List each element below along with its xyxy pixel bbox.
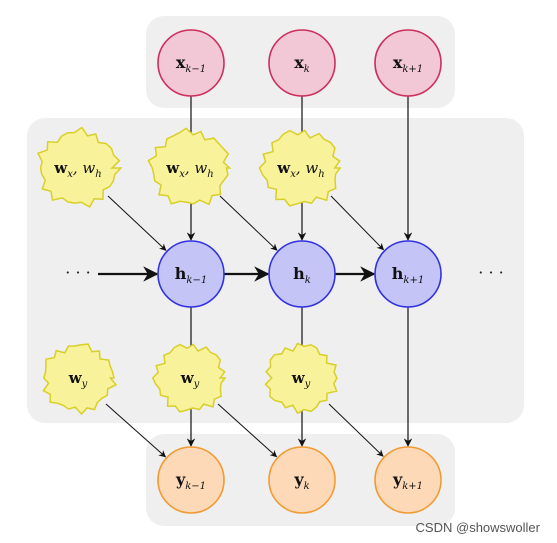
input-node-label: xk+1 xyxy=(393,53,423,75)
arrow-param-to-hidden xyxy=(330,195,385,251)
output-node xyxy=(157,446,225,514)
param-blob-hidden xyxy=(147,127,232,206)
parameter-blobs: wx, wh wx, wh wx, wh wy wy wy xyxy=(36,126,342,416)
arrow-param-to-output xyxy=(217,403,278,458)
param-label-wx-wh: wx, wh xyxy=(165,159,213,180)
param-blob-output xyxy=(42,343,118,416)
hidden-node-label: hk xyxy=(293,264,311,286)
output-node-label: yk xyxy=(293,470,309,492)
output-node-label: yk−1 xyxy=(175,470,206,492)
arrow-param-to-output xyxy=(105,403,167,458)
param-blob-output xyxy=(151,343,227,413)
output-node xyxy=(268,446,336,514)
param-blob-output xyxy=(264,342,338,415)
nodes: xk−1 xk xk+1 hk−1 hk hk+1 yk−1 yk yk+1 xyxy=(157,29,442,514)
ellipsis-left: · · · xyxy=(65,263,90,282)
param-blob-hidden xyxy=(36,126,123,209)
param-label-wy: wy xyxy=(68,369,88,390)
input-node-label: xk−1 xyxy=(176,53,206,75)
param-label-wy: wy xyxy=(291,369,311,390)
hidden-node-label: hk−1 xyxy=(175,264,207,286)
param-label-wx-wh: wx, wh xyxy=(53,159,101,180)
arrow-param-to-hidden xyxy=(107,195,167,251)
hidden-node xyxy=(268,240,336,308)
arrow-param-to-hidden xyxy=(219,195,278,251)
input-node xyxy=(268,29,336,97)
watermark: CSDN @showswoller xyxy=(416,520,541,535)
ellipsis-right: · · · xyxy=(478,263,503,282)
input-node-label: xk xyxy=(294,53,310,75)
param-label-wy: wy xyxy=(180,369,200,390)
param-label-wx-wh: wx, wh xyxy=(276,159,324,180)
hidden-node-label: hk+1 xyxy=(392,264,424,286)
param-blob-hidden xyxy=(258,129,342,207)
arrow-param-to-output xyxy=(328,403,384,457)
input-node xyxy=(374,29,442,97)
hidden-node xyxy=(374,240,442,308)
output-node-label: yk+1 xyxy=(392,470,423,492)
input-node xyxy=(157,29,225,97)
output-node xyxy=(374,446,442,514)
hidden-node xyxy=(157,240,225,308)
